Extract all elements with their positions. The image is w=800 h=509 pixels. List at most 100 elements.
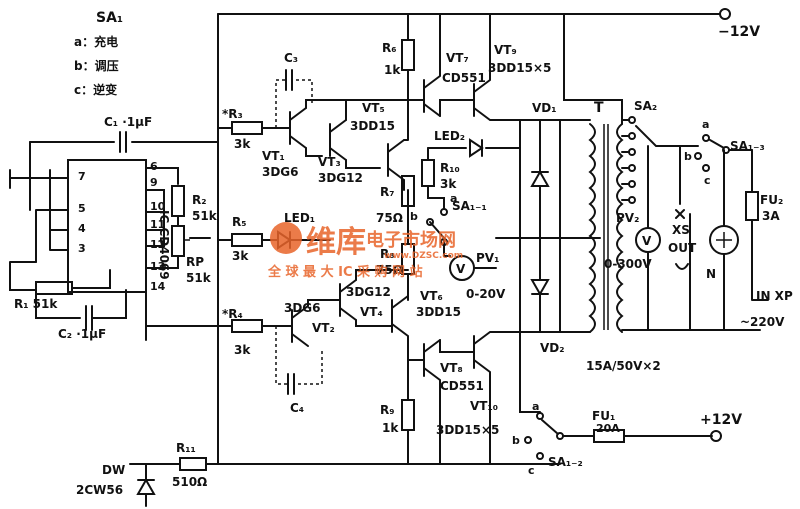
led2-label: LED₂ [434,129,465,143]
resistor-r1 [35,281,73,295]
vt9-value: 3DD15×5 [488,61,551,75]
neon-lamp-n [709,225,739,255]
r2-label: R₂ [192,193,207,207]
r2-value: 51k [192,209,218,223]
r11-label: R₁₁ [176,441,196,455]
sa12-a: a [532,400,539,413]
r10-value: 3k [440,177,457,191]
ic-pin-4: 4 [78,222,86,235]
out-label: OUT [668,241,697,255]
r8-label: R₈ [380,247,395,261]
transformer-label: T [594,100,604,116]
sa13-label: SA₁₋₃ [730,139,765,153]
vt9-label: VT₉ [494,43,517,57]
terminal-pos12v [710,430,722,442]
resistor-r5 [231,233,263,247]
vt2-label: VT₂ [312,321,335,335]
transistor-vt3 [305,119,347,161]
n-label: N [706,267,716,281]
fu1-label: FU₁ [592,409,615,423]
sa11-label: SA₁₋₁ [452,199,487,213]
pv1-label: PV₁ [476,251,499,265]
vt1-label: VT₁ [262,149,285,163]
resistor-r9 [401,399,415,431]
c3-label: C₃ [284,51,298,65]
watermark-brand2: 电子市场网 [366,229,456,251]
sa11-b: b [410,210,418,223]
vt10-value: 3DD15×5 [436,423,499,437]
c2-label: C₂ ·1μF [58,327,106,341]
pv2-label: PV₂ [616,211,639,225]
ic-pin-5: 5 [78,202,86,215]
sa12-label: SA₁₋₂ [548,455,583,469]
resistor-r11 [179,457,207,471]
sa13-b: b [684,150,692,163]
legend-c: c：逆变 [74,82,117,97]
vt3-label: VT₃ [318,155,341,169]
r4-value: 3k [234,343,251,357]
outlet-xs [675,263,689,270]
vt7-label: VT₇ [446,51,469,65]
dw-label: DW [102,463,125,477]
ic-cd4069: IC CD4069 7 5 4 3 14 6 9 10 11 12 13 [67,159,171,293]
vd1-label: VD₁ [532,101,557,115]
capacitor-c1 [29,131,219,153]
transistor-vt5 [305,99,409,181]
potentiometer-rp [171,225,185,257]
transistor-vt8 [407,339,441,465]
voltmeter-pv2 [635,227,661,253]
r6-value: 1k [384,63,401,77]
r11-value: 510Ω [172,475,207,489]
resistor-r10 [421,159,435,187]
vd2-value: 15A/50V×2 [586,359,661,373]
vt6-value: 3DD15 [416,305,461,319]
diode-vd2 [530,237,550,333]
legend-title: SA₁ [96,10,123,26]
svg-text:V: V [456,262,466,276]
resistor-r6 [401,39,415,71]
zener-dw [136,477,156,507]
r6-label: R₆ [382,41,397,55]
vt4-label: VT₄ [360,305,383,319]
watermark: 维库 电子市场网 www.DZSC.com 全 球 最 大 IC 采 购 网 站 [267,222,463,280]
sa13-c: c [704,174,711,187]
vt1-value: 3DG6 [262,165,299,179]
dw-value: 2CW56 [76,483,123,497]
watermark-tagline: 全 球 最 大 IC 采 购 网 站 [267,264,423,280]
vt5-value: 3DD15 [350,119,395,133]
ic-pin-13: 13 [150,260,165,273]
ic-pin-14: 14 [150,280,166,293]
pos12v-label: +12V [700,412,742,428]
r5-value: 3k [232,249,249,263]
svg-text:V: V [642,234,652,248]
ic-pin-11: 11 [150,218,165,231]
pv2-value: 0-300V [604,257,652,271]
fuse-fu2 [745,191,759,221]
transistor-vt10 [439,331,561,465]
fuse-fu1 [593,429,625,443]
vt2-value: 3DG6 [284,301,321,315]
c4-label: C₄ [290,401,304,415]
ic-pin-9: 9 [150,176,158,189]
vt6-label: VT₆ [420,289,443,303]
diode-vd1 [519,119,561,239]
r9-label: R₉ [380,403,395,417]
ic-pin-6: 6 [150,160,158,173]
transformer-t [559,13,624,333]
r9-value: 1k [382,421,399,435]
vt8-value: CD551 [440,379,484,393]
r5-label: R₅ [232,215,247,229]
transistor-vt7 [407,13,441,117]
capacitor-c2 [35,289,127,331]
sa12-c: c [528,464,535,477]
sa12-b: b [512,434,520,447]
vd2-label: VD₂ [540,341,565,355]
ic-pin-12: 12 [150,238,165,251]
r7-value: 75Ω [376,211,403,225]
capacitor-c3 [285,69,293,91]
transistor-vt1 [261,107,307,149]
terminal-neg12v [719,8,731,20]
resistor-r3 [231,121,263,135]
ic-wiring [9,167,219,341]
